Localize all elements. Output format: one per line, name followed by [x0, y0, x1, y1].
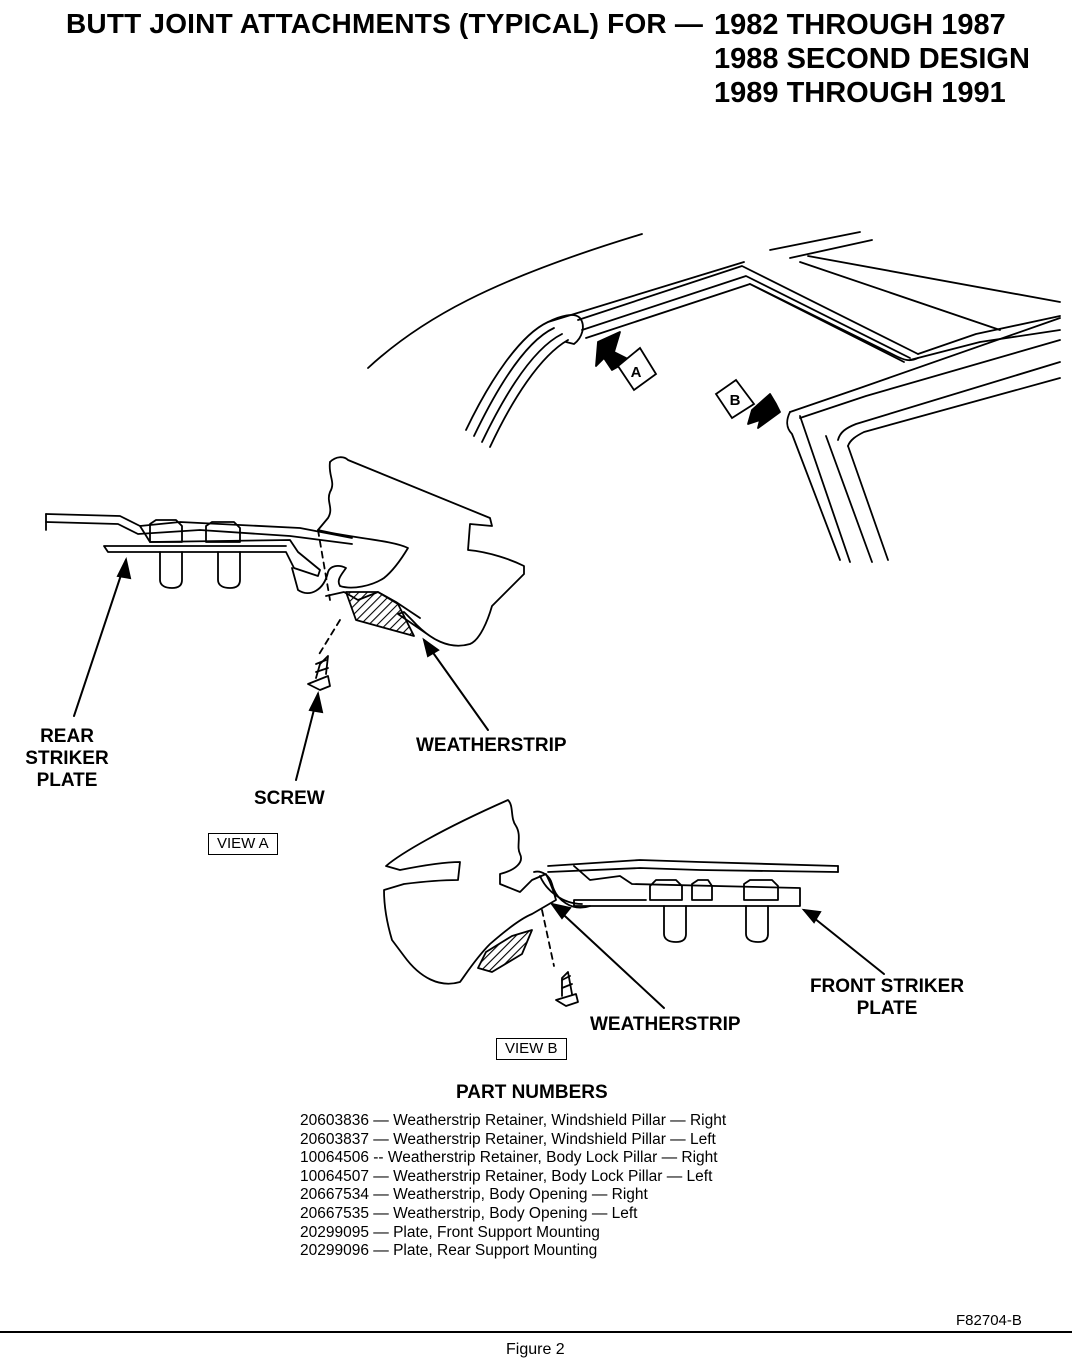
part-number-row: 20299096 — Plate, Rear Support Mounting — [300, 1242, 598, 1260]
part-number-row: 20667534 — Weatherstrip, Body Opening — … — [300, 1186, 648, 1204]
front-striker-plate-line: PLATE — [856, 998, 918, 1019]
rear-striker-plate-line: PLATE — [36, 770, 98, 791]
view-b-detail — [383, 799, 839, 1007]
page-title: BUTT JOINT ATTACHMENTS (TYPICAL) FOR — — [66, 8, 704, 39]
view-b-leaders — [549, 902, 885, 1009]
part-number-row: 10064506 -- Weatherstrip Retainer, Body … — [300, 1149, 718, 1167]
rear-striker-plate-line: STRIKER — [25, 748, 109, 769]
screw-label: SCREW — [254, 788, 325, 809]
title-year-line: 1989 THROUGH 1991 — [714, 77, 1006, 109]
rear-striker-plate-line: REAR — [40, 726, 94, 747]
roof-overview — [367, 231, 1061, 563]
front-striker-plate-label: FRONT STRIKER PLATE — [808, 976, 966, 1020]
part-number-row: 10064507 — Weatherstrip Retainer, Body L… — [300, 1167, 713, 1185]
callout-a: A — [616, 346, 658, 392]
view-a-tag: VIEW A — [208, 833, 278, 855]
view-b-tag: VIEW B — [496, 1038, 567, 1060]
front-striker-plate-line: FRONT STRIKER — [809, 976, 965, 997]
figure-code: F82704-B — [956, 1312, 1022, 1329]
figure-caption: Figure 2 — [506, 1341, 565, 1358]
title-year-line: 1982 THROUGH 1987 — [714, 9, 1006, 41]
part-number-row: 20299095 — Plate, Front Support Mounting — [300, 1223, 600, 1241]
callout-b: B — [714, 378, 756, 420]
bottom-divider — [0, 1331, 1072, 1333]
callout-a-label: A — [631, 364, 642, 381]
rear-striker-plate-label: REAR STRIKER PLATE — [20, 726, 114, 792]
callout-b-label: B — [730, 392, 741, 409]
view-a-weatherstrip-label: WEATHERSTRIP — [416, 735, 567, 756]
part-number-row: 20667535 — Weatherstrip, Body Opening — … — [300, 1204, 638, 1222]
view-b-weatherstrip-label: WEATHERSTRIP — [590, 1014, 741, 1035]
part-numbers-list: 20603836 — Weatherstrip Retainer, Windsh… — [300, 1112, 726, 1261]
view-a-detail — [45, 456, 525, 691]
title-year-line: 1988 SECOND DESIGN — [714, 43, 1030, 75]
part-number-row: 20603836 — Weatherstrip Retainer, Windsh… — [300, 1112, 727, 1129]
title-years: 1982 THROUGH 1987 1988 SECOND DESIGN 198… — [714, 8, 1030, 110]
view-a-leaders — [73, 557, 489, 781]
part-number-row: 20603837 — Weatherstrip Retainer, Windsh… — [300, 1130, 716, 1148]
part-numbers-title: PART NUMBERS — [456, 1082, 608, 1103]
